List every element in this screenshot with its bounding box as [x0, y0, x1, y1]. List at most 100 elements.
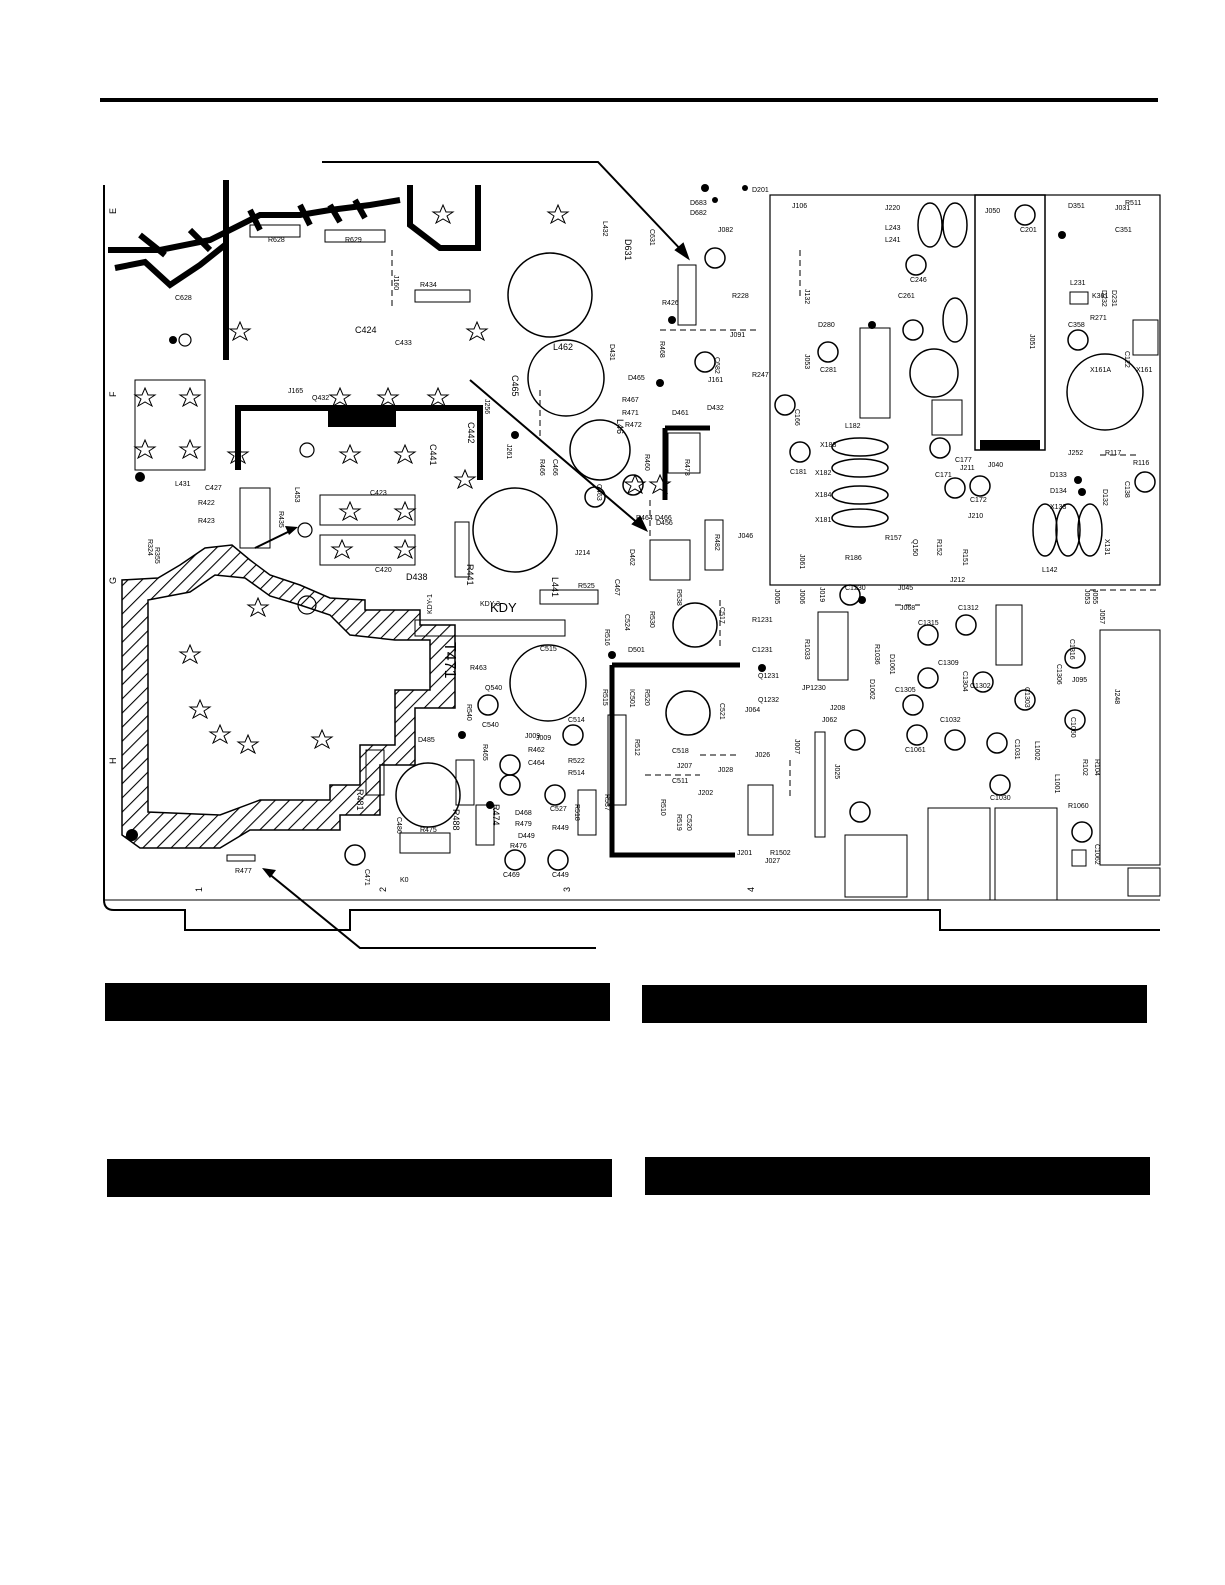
part-label: J132: [803, 289, 810, 304]
star-test-points: [133, 203, 672, 755]
part-label: R104: [1093, 759, 1100, 776]
part-label: C181: [790, 469, 807, 476]
part-label: J091: [730, 332, 745, 339]
part-label: C1302: [970, 683, 991, 690]
part-label: J009: [525, 733, 540, 740]
part-label: R117: [1105, 450, 1121, 457]
part-label: J160: [392, 275, 399, 290]
part-label: C1304: [961, 671, 968, 692]
part-label: J208: [830, 705, 845, 712]
part-label: K0: [400, 877, 409, 884]
x161a-label: X161A: [1090, 367, 1111, 374]
part-label: C682: [713, 357, 720, 374]
part-label: J212: [950, 577, 965, 584]
section-header-top-left: [105, 983, 610, 1021]
yoke-connector: [414, 619, 566, 637]
r481-label: R481: [355, 789, 365, 811]
part-label: X131: [1103, 539, 1110, 555]
part-label: R466: [538, 459, 545, 476]
column-number-2: 2: [378, 887, 388, 892]
component-bodies: [134, 224, 1161, 901]
callout-lower: [262, 868, 596, 949]
part-label: C281: [820, 367, 837, 374]
solid-copper-block: [328, 405, 396, 427]
part-label: R519: [675, 814, 682, 831]
part-label: JP1230: [802, 685, 826, 692]
part-label: X183: [820, 442, 836, 449]
part-label: J082: [718, 227, 733, 234]
part-label: R472: [625, 422, 642, 429]
part-label: D132: [1101, 489, 1108, 506]
yoke-label: KDY: [490, 600, 517, 615]
c441-label: C441: [428, 444, 438, 466]
part-label: J057: [1098, 609, 1105, 624]
part-label: J211: [960, 465, 975, 472]
c486-label: C486: [395, 817, 402, 834]
part-label: R449: [552, 825, 569, 832]
small-caps: [344, 204, 1156, 871]
r525-label: R525: [578, 583, 595, 590]
part-label: R435: [277, 511, 284, 528]
c465-label: C465: [510, 375, 520, 397]
part-label: J005: [773, 589, 780, 604]
part-label: D134: [1050, 488, 1067, 495]
part-label: J031: [1115, 205, 1130, 212]
part-label: Q1232: [758, 697, 779, 704]
part-label: L1001: [1053, 774, 1060, 794]
part-label: L432: [601, 221, 608, 237]
part-label: J207: [677, 763, 692, 770]
part-label: C1303: [1023, 687, 1030, 708]
part-label: X161: [1136, 367, 1152, 374]
crystal-ovals: [831, 202, 1103, 557]
heavy-traces-top-left: [108, 180, 481, 360]
part-label: C449: [552, 872, 569, 879]
kdy1-label: KDY-1: [427, 594, 434, 614]
part-label: C1312: [958, 605, 979, 612]
part-label: D232: [1100, 290, 1107, 307]
part-label: C628: [175, 295, 192, 302]
part-label: C172: [970, 497, 987, 504]
callout-upper: [322, 161, 690, 533]
board-outline: [103, 185, 1160, 931]
part-label: J214: [575, 550, 590, 557]
part-label: R473: [683, 459, 690, 476]
r422-label: R422: [198, 500, 215, 507]
top-rule: [100, 98, 1158, 102]
part-label: J046: [738, 533, 753, 540]
part-label: L1002: [1033, 741, 1040, 761]
zone-letter-g: G: [108, 577, 118, 584]
part-label: K361: [1092, 293, 1108, 300]
part-label: C171: [935, 472, 952, 479]
part-label: D133: [1050, 472, 1067, 479]
heavy-trace-bottom: [609, 425, 740, 858]
part-label: R510: [659, 799, 666, 816]
solder-dots: [126, 184, 1086, 841]
part-label: R628: [268, 237, 285, 244]
part-label: J050: [985, 208, 1000, 215]
part-label: C511: [672, 778, 688, 785]
part-label: J248: [1113, 689, 1120, 704]
part-label: R471: [622, 410, 639, 417]
part-label: R540: [465, 704, 472, 721]
part-label: R479: [515, 821, 532, 828]
part-label: R116: [1133, 460, 1149, 467]
zone-letter-f: F: [108, 391, 118, 397]
part-label: R468: [658, 341, 665, 358]
part-label: C351: [1115, 227, 1132, 234]
part-label: J220: [885, 205, 900, 212]
part-label: R476: [510, 843, 527, 850]
part-label: D432: [707, 405, 724, 412]
r434-label: R434: [420, 282, 437, 289]
part-label: R475: [420, 827, 437, 834]
part-label: R462: [528, 747, 545, 754]
transformer-label: T471: [441, 642, 458, 679]
part-label: J261: [505, 444, 512, 459]
c517-label: C517: [718, 607, 725, 624]
part-label: J053: [803, 354, 810, 369]
part-label: C1030: [990, 795, 1011, 802]
signal-section-outline: [769, 194, 1161, 586]
part-label: C469: [503, 872, 520, 879]
part-label: C138: [1123, 481, 1130, 498]
l46-label: L46: [615, 419, 625, 434]
part-label: R514: [568, 770, 585, 777]
